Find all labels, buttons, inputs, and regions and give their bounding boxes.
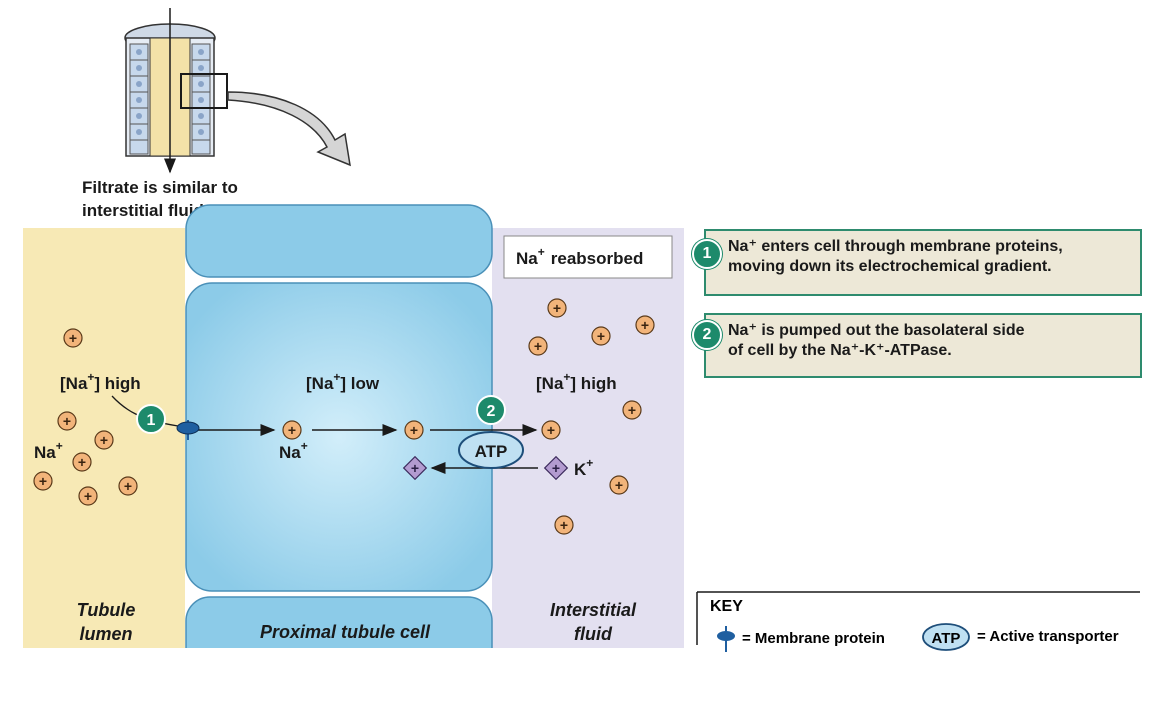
svg-text:+: +: [547, 422, 555, 438]
svg-text:+: +: [534, 338, 542, 354]
tubule-illustration: [124, 8, 351, 174]
svg-text:+: +: [628, 402, 636, 418]
na-label-cell: Na+: [279, 439, 308, 462]
sodium-ion: +: [609, 475, 629, 495]
svg-text:+: +: [641, 317, 649, 333]
key-membrane-protein-label: = Membrane protein: [742, 630, 885, 647]
reabsorbed-label: Na+reabsorbed: [516, 245, 643, 268]
sodium-ion: +: [635, 315, 655, 335]
key-title: KEY: [710, 598, 743, 615]
step-1-caption: Na⁺ enters cell through membrane protein…: [704, 229, 1142, 296]
conc-interstitial: [Na+] high: [536, 370, 617, 393]
sodium-ion: +: [528, 336, 548, 356]
tubule-lumen-region: [23, 228, 213, 648]
svg-text:+: +: [553, 300, 561, 316]
sodium-ion: +: [547, 298, 567, 318]
potassium-ion: [402, 455, 428, 481]
lumen-title-line-2: lumen: [79, 624, 132, 644]
membrane-protein-icon: [176, 420, 200, 440]
svg-text:+: +: [69, 330, 77, 346]
potassium-ion: [543, 455, 569, 481]
key-active-transporter-label: = Active transporter: [977, 628, 1119, 645]
svg-text:+: +: [560, 517, 568, 533]
conc-lumen: [Na+] high: [60, 370, 141, 393]
svg-text:2: 2: [487, 403, 496, 420]
svg-text:+: +: [39, 473, 47, 489]
pointer-line: [111, 395, 179, 427]
interstitial-region: [492, 228, 684, 648]
sodium-ion: +: [541, 420, 561, 440]
sodium-ion: +: [554, 515, 574, 535]
proximal-tubule-cell: [185, 282, 493, 592]
key-legend: KEY = Membrane protein ATP = Active tran…: [696, 591, 1140, 652]
cell-title: Proximal tubule cell: [260, 622, 431, 642]
svg-text:1: 1: [147, 412, 156, 429]
step-2-line-1: Na⁺ is pumped out the basolateral side: [728, 322, 1025, 339]
sodium-ion: +: [33, 471, 53, 491]
step-1-line-1: Na⁺ enters cell through membrane protein…: [728, 238, 1063, 255]
sodium-ion: +: [282, 420, 302, 440]
upper-cell: [185, 204, 493, 278]
top-caption-line-1: Filtrate is similar to: [82, 178, 238, 197]
step-1-caption-badge: 1: [692, 239, 722, 269]
svg-text:+: +: [63, 413, 71, 429]
reabsorbed-box: [503, 235, 673, 279]
svg-text:+: +: [84, 488, 92, 504]
lumen-title-line-1: Tubule: [77, 600, 136, 620]
atp-label: ATP: [475, 442, 508, 461]
k-label: K+: [574, 456, 593, 479]
svg-text:+: +: [597, 328, 605, 344]
potassium-plus-sign: +: [411, 460, 419, 476]
potassium-ions: + +: [402, 455, 569, 481]
zoom-arrow: [227, 91, 351, 167]
svg-text:+: +: [410, 422, 418, 438]
svg-text:ATP: ATP: [932, 630, 961, 647]
na-label-lumen: Na+: [34, 439, 63, 462]
sodium-ion: +: [591, 326, 611, 346]
interstitial-title-line-2: fluid: [574, 624, 613, 644]
top-caption-line-2: interstitial fluid.: [82, 201, 209, 220]
sodium-ion: +: [57, 411, 77, 431]
step-1-line-2: moving down its electrochemical gradient…: [728, 258, 1052, 275]
key-atp-icon: ATP: [922, 623, 970, 651]
sodium-ion: +: [94, 430, 114, 450]
sodium-ion: +: [118, 476, 138, 496]
step-2-caption-badge: 2: [692, 320, 722, 350]
atp-transporter-icon: ATP: [458, 431, 524, 469]
sodium-ion: +: [78, 486, 98, 506]
svg-text:+: +: [615, 477, 623, 493]
step-2-line-2: of cell by the Na⁺-K⁺-ATPase.: [728, 342, 952, 359]
sodium-ions: + + + + + + + + + + + + + + + + +: [33, 298, 655, 535]
interstitial-title-line-1: Interstitial: [550, 600, 637, 620]
sodium-ion: +: [63, 328, 83, 348]
step-2-badge: 2: [476, 395, 506, 425]
sodium-ion: +: [404, 420, 424, 440]
key-membrane-protein-icon: [717, 626, 735, 652]
svg-text:+: +: [124, 478, 132, 494]
conc-cell: [Na+] low: [306, 370, 380, 393]
svg-text:+: +: [288, 422, 296, 438]
step-2-caption: Na⁺ is pumped out the basolateral side o…: [704, 313, 1142, 378]
svg-text:+: +: [100, 432, 108, 448]
sodium-ion: +: [72, 452, 92, 472]
sodium-ion: +: [622, 400, 642, 420]
potassium-plus-sign: +: [552, 460, 560, 476]
step-1-badge: 1: [136, 404, 166, 434]
svg-text:+: +: [78, 454, 86, 470]
